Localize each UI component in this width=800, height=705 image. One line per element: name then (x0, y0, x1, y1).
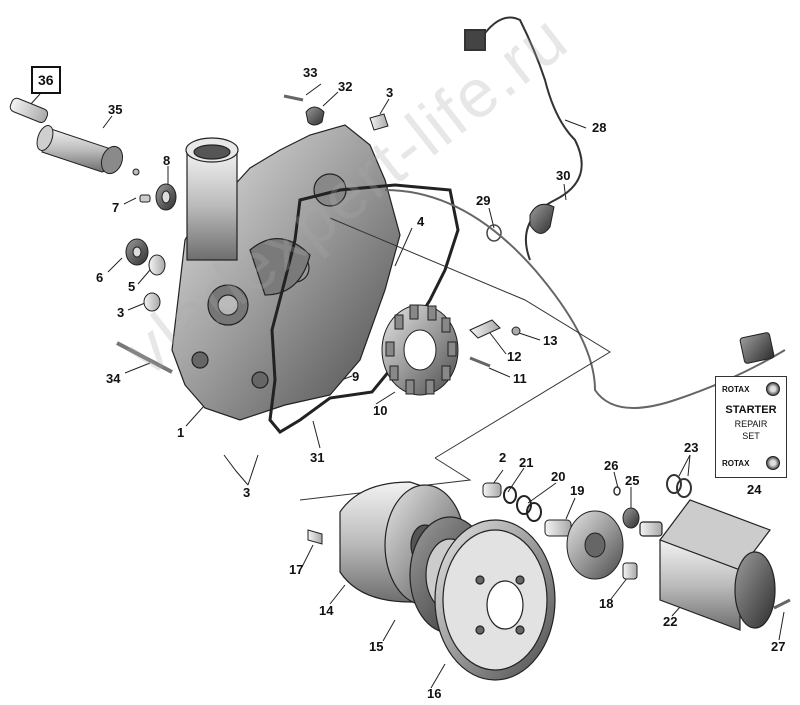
callout-12: 12 (507, 349, 522, 364)
kit-brand-bottom: ROTAX (722, 459, 750, 468)
callout-3a: 3 (117, 305, 125, 320)
part-35-36-shaft (9, 97, 124, 175)
part-12-clamp (469, 319, 501, 339)
kit-title-line2: REPAIR (734, 419, 768, 429)
callout-11: 11 (513, 371, 527, 386)
callout-20: 20 (551, 469, 566, 484)
callout-4: 4 (417, 214, 425, 229)
connector (739, 332, 775, 364)
callout-19: 19 (570, 483, 585, 498)
starter-repair-set-card: ROTAX STARTER REPAIR SET ROTAX (715, 376, 787, 478)
callout-3c: 3 (243, 485, 251, 500)
callout-21: 21 (519, 455, 534, 470)
left-hardware (116, 168, 177, 374)
part-30-sensor (529, 203, 555, 234)
callout-7: 7 (112, 200, 120, 215)
part-26-ring (613, 486, 621, 496)
kit-seal-top-icon (766, 382, 780, 396)
part-32-33-fasteners (283, 94, 389, 131)
callout-10: 10 (373, 403, 388, 418)
callout-3b: 3 (386, 85, 394, 100)
callout-9: 9 (352, 369, 360, 384)
callout-2: 2 (499, 450, 507, 465)
part-10-stator (381, 304, 459, 396)
callout-33: 33 (303, 65, 318, 80)
callout-36-boxed: 36 (31, 66, 61, 94)
part-31-gasket (268, 183, 460, 434)
callout-32: 32 (338, 79, 353, 94)
callout-6: 6 (96, 270, 104, 285)
callout-17: 17 (289, 562, 304, 577)
callout-22: 22 (663, 614, 678, 629)
callout-25: 25 (625, 473, 640, 488)
sensor-cable (384, 189, 786, 409)
assembly-guide-2 (299, 457, 472, 501)
part-19-gear (544, 510, 624, 580)
part-29-oring (486, 224, 502, 242)
callout-30: 30 (556, 168, 571, 183)
part-22-starter (639, 499, 776, 631)
callout-5: 5 (128, 279, 136, 294)
part-13-screw (511, 326, 521, 336)
kit-seal-bottom-icon (766, 456, 780, 470)
callout-8: 8 (163, 153, 171, 168)
part-25-pinion (622, 507, 640, 529)
callout-14: 14 (319, 603, 334, 618)
callout-35: 35 (108, 102, 123, 117)
part-11-screw (469, 356, 491, 368)
callout-18: 18 (599, 596, 614, 611)
callout-23: 23 (684, 440, 699, 455)
callout-28: 28 (592, 120, 607, 135)
part-16-ring-gear (434, 519, 556, 681)
callout-31: 31 (310, 450, 325, 465)
kit-title-line3: SET (742, 431, 760, 441)
callout-26: 26 (604, 458, 619, 473)
callout-34: 34 (106, 371, 121, 386)
part-23-oring (666, 474, 682, 494)
assembly-guide (329, 217, 611, 459)
callout-13: 13 (543, 333, 558, 348)
part-18-bushing (622, 562, 638, 580)
callout-16: 16 (427, 686, 442, 701)
kit-title-line1: STARTER (725, 404, 777, 416)
callout-27: 27 (771, 639, 786, 654)
part-28-harness (464, 16, 583, 261)
part-27-screw (773, 598, 791, 610)
kit-brand-top: ROTAX (722, 385, 750, 394)
callout-29: 29 (476, 193, 491, 208)
callout-1: 1 (177, 425, 185, 440)
callout-24: 24 (747, 482, 762, 497)
part-23-oring-b (676, 478, 692, 498)
small-washers (307, 482, 542, 545)
callout-15: 15 (369, 639, 384, 654)
